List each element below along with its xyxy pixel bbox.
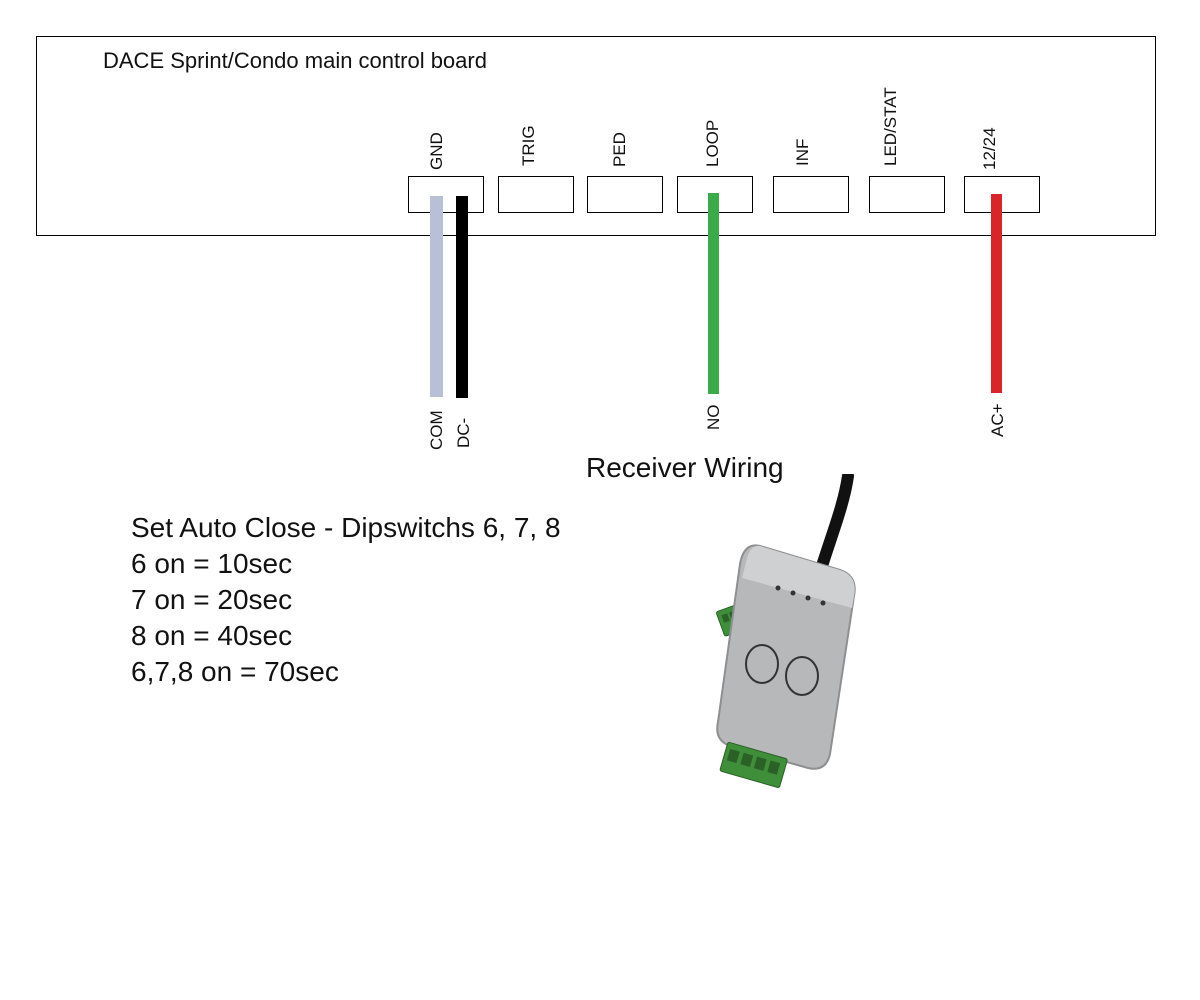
terminal-trig xyxy=(498,176,574,213)
terminal-label-ped: PED xyxy=(610,132,629,167)
terminal-gnd xyxy=(408,176,484,213)
terminal-12-24 xyxy=(964,176,1040,213)
terminal-ped xyxy=(587,176,663,213)
dipswitch-line: 8 on = 40sec xyxy=(131,620,293,651)
board-title: DACE Sprint/Condo main control board xyxy=(103,48,487,73)
terminal-label-led-stat: LED/STAT xyxy=(881,87,900,166)
wire-dc-minus xyxy=(456,196,468,398)
receiver-module-image xyxy=(716,474,856,788)
dipswitch-line: 6 on = 10sec xyxy=(131,548,293,579)
wire-label-dc-minus: DC- xyxy=(454,417,473,448)
dipswitch-title: Set Auto Close - Dipswitchs 6, 7, 8 xyxy=(131,512,561,543)
wire-label-ac-plus: AC+ xyxy=(988,403,1007,437)
terminal-label-trig: TRIG xyxy=(519,125,538,166)
terminal-label-gnd: GND xyxy=(427,132,446,170)
wire-com xyxy=(430,196,443,397)
terminal-led-stat xyxy=(869,176,945,213)
terminal-label-inf: INF xyxy=(793,138,812,166)
wire-label-no: NO xyxy=(704,404,723,431)
wire-no xyxy=(708,193,719,394)
dipswitch-line: 6,7,8 on = 70sec xyxy=(131,656,339,687)
terminal-label-loop: LOOP xyxy=(703,119,722,167)
dipswitch-line: 7 on = 20sec xyxy=(131,584,293,615)
receiver-wiring-caption: Receiver Wiring xyxy=(586,452,784,483)
wire-ac-plus xyxy=(991,194,1002,393)
wire-label-com: COM xyxy=(427,410,446,450)
dipswitch-notes: Set Auto Close - Dipswitchs 6, 7, 8 6 on… xyxy=(131,510,561,690)
terminal-label-12-24: 12/24 xyxy=(980,127,999,170)
terminal-inf xyxy=(773,176,849,213)
